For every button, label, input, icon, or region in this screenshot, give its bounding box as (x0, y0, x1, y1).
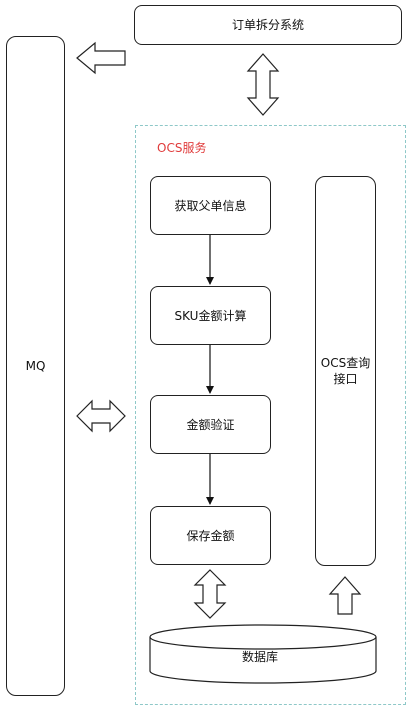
mq-ocs-double-arrow (76, 399, 126, 433)
save-db-double-arrow (193, 569, 227, 619)
ocs-service-container (135, 125, 406, 705)
database-label: 数据库 (242, 650, 279, 664)
order-split-ocs-double-arrow (246, 53, 280, 116)
database-cylinder (149, 624, 377, 684)
ocs-service-label: OCS服务 (157, 141, 207, 155)
save-amount-label: 保存金额 (186, 528, 235, 543)
sku-amount-calc-node: SKU金额计算 (150, 286, 271, 345)
sku-amount-calc-label: SKU金额计算 (174, 308, 247, 323)
ocs-query-api-label: OCS查询 接口 (320, 356, 371, 386)
order-split-system-node: 订单拆分系统 (134, 5, 402, 45)
mq-node: MQ (6, 36, 65, 696)
order-split-system-label: 订单拆分系统 (231, 18, 304, 32)
order-to-mq-arrow (76, 41, 126, 75)
get-parent-order-label: 获取父单信息 (174, 198, 247, 213)
amount-verify-node: 金额验证 (150, 395, 271, 454)
db-to-query-arrow (328, 576, 362, 615)
mq-label: MQ (25, 359, 46, 373)
save-amount-node: 保存金额 (150, 506, 271, 565)
get-parent-order-node: 获取父单信息 (150, 176, 271, 235)
ocs-query-api-node: OCS查询 接口 (315, 176, 376, 566)
amount-verify-label: 金额验证 (186, 417, 235, 432)
